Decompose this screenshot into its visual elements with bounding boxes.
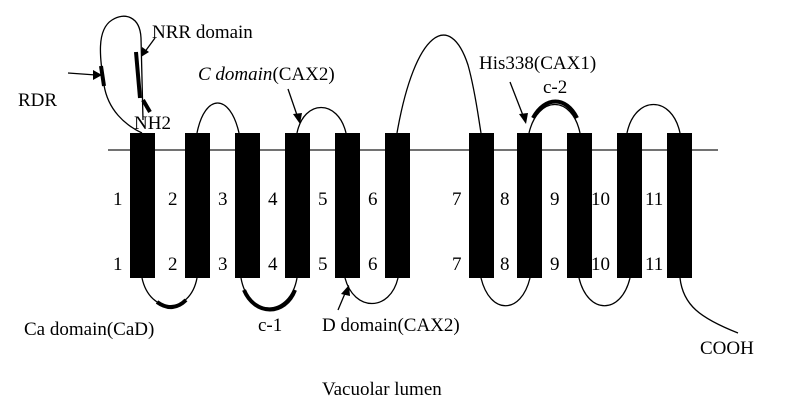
d-domain-label: D domain(CAX2): [322, 315, 460, 336]
tm-number-lower: 8: [500, 254, 510, 275]
nrr-domain-label: NRR domain: [152, 22, 253, 43]
tm-helix-9: [567, 133, 592, 278]
loop-6-7: [396, 34, 482, 134]
tm-number-lower: 11: [645, 254, 663, 275]
c-terminal-tail: [679, 277, 739, 334]
tm-helix-8: [517, 133, 542, 278]
tm-number-upper: 4: [268, 189, 278, 210]
tm-helix-11: [667, 133, 692, 278]
his338-label: His338(CAX1): [479, 53, 596, 74]
tm-helix-5: [335, 133, 360, 278]
loop-10-11: [626, 104, 681, 134]
loop-9-10: [578, 277, 631, 307]
tm-helix-3: [235, 133, 260, 278]
tm-number-lower: 6: [368, 254, 378, 275]
tm-number-lower: 9: [550, 254, 560, 275]
tm-number-lower: 4: [268, 254, 278, 275]
tm-helix-4: [285, 133, 310, 278]
c1-label: c-1: [258, 315, 282, 336]
tm-number-lower: 10: [591, 254, 610, 275]
loop-5-6: [344, 277, 399, 304]
ca-domain-segment: [155, 298, 188, 309]
nh2-label: NH2: [134, 113, 171, 134]
c2-label: c-2: [543, 77, 567, 98]
tm-number-lower: 2: [168, 254, 178, 275]
nh2-marker: [141, 98, 152, 114]
nrr-domain-segment: [134, 51, 142, 99]
tm-number-upper: 3: [218, 189, 228, 210]
tm-number-upper: 7: [452, 189, 462, 210]
tm-number-upper: 10: [591, 189, 610, 210]
tm-number-upper: 1: [113, 189, 123, 210]
loop-7-8: [480, 277, 531, 307]
tm-number-upper: 6: [368, 189, 378, 210]
ca-domain-label: Ca domain(CaD): [24, 319, 154, 340]
tm-number-upper: 11: [645, 189, 663, 210]
vacuolar-lumen-label: Vacuolar lumen: [322, 379, 442, 400]
tm-helix-1: [130, 133, 155, 278]
loop-4-5: [296, 107, 347, 134]
c1-segment: [242, 289, 297, 312]
tm-helix-2: [185, 133, 210, 278]
c2-segment: [531, 99, 579, 120]
tm-number-upper: 8: [500, 189, 510, 210]
tm-helix-7: [469, 133, 494, 278]
tm-helix-10: [617, 133, 642, 278]
tm-number-lower: 1: [113, 254, 123, 275]
tm-number-upper: 5: [318, 189, 328, 210]
tm-number-upper: 2: [168, 189, 178, 210]
loop-1-2: [141, 277, 198, 307]
rdr-label: RDR: [18, 90, 57, 111]
rdr-segment: [99, 65, 106, 87]
loop-8-9: [528, 104, 581, 134]
n-terminal-tail: [99, 15, 144, 134]
tm-number-upper: 9: [550, 189, 560, 210]
tm-helix-6: [385, 133, 410, 278]
annotation-arrows: [67, 37, 528, 311]
tm-number-lower: 3: [218, 254, 228, 275]
cooh-label: COOH: [700, 338, 754, 359]
loop-2-3: [196, 102, 240, 134]
tm-number-lower: 5: [318, 254, 328, 275]
c-domain-label: C domain(CAX2): [198, 64, 335, 85]
tm-number-lower: 7: [452, 254, 462, 275]
